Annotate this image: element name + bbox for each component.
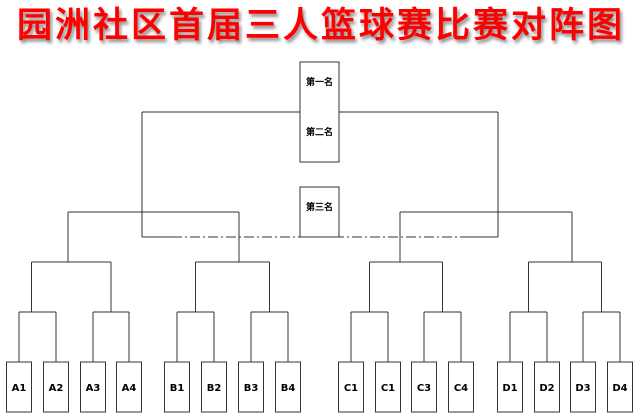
page-title: 园洲社区首届三人篮球赛比赛对阵图 [16, 6, 625, 46]
first-second-place-box [299, 61, 340, 163]
team-box [238, 361, 264, 413]
team-label: B3 [244, 383, 259, 394]
team-box [570, 361, 596, 413]
team-label: B2 [207, 383, 222, 394]
team-box [275, 361, 301, 413]
team-label: D4 [612, 383, 627, 394]
first-place-label: 第一名 [306, 76, 333, 88]
team-box [411, 361, 437, 413]
team-box [43, 361, 69, 413]
team-box [6, 361, 32, 413]
team-box [448, 361, 474, 413]
team-label: C3 [417, 383, 431, 394]
team-label: A2 [49, 383, 64, 394]
third-place-box [299, 186, 340, 238]
team-label: A1 [12, 383, 27, 394]
team-box [80, 361, 106, 413]
team-box [116, 361, 142, 413]
team-label: B4 [281, 383, 296, 394]
team-box [534, 361, 560, 413]
team-box [497, 361, 523, 413]
team-label: C4 [454, 383, 468, 394]
team-box [164, 361, 190, 413]
team-box [201, 361, 227, 413]
team-label: A3 [86, 383, 101, 394]
team-label: D2 [539, 383, 554, 394]
team-label: B1 [170, 383, 185, 394]
team-label: D1 [502, 383, 517, 394]
team-label: D3 [575, 383, 590, 394]
team-box [338, 361, 364, 413]
team-label: A4 [122, 383, 137, 394]
third-place-label: 第三名 [306, 201, 333, 213]
team-box [375, 361, 401, 413]
team-box [607, 361, 633, 413]
team-label: C1 [344, 383, 358, 394]
second-place-label: 第二名 [306, 126, 333, 138]
team-label: C1 [381, 383, 395, 394]
